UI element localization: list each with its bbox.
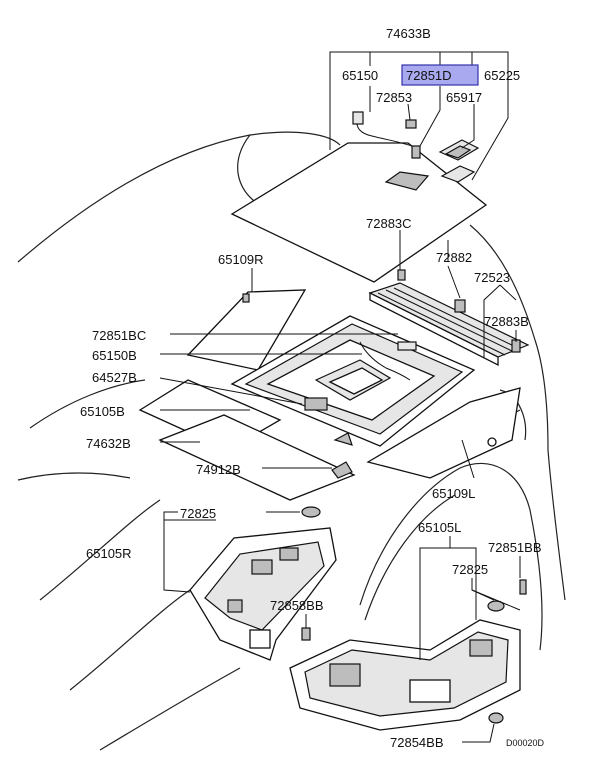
cap-72825-left — [301, 506, 321, 518]
warning-triangle-mark — [333, 432, 353, 446]
clip-72853 — [405, 119, 417, 129]
label-65917[interactable]: 65917 — [446, 90, 482, 105]
highlight-72851D — [401, 64, 479, 86]
label-65109L[interactable]: 65109L — [432, 486, 475, 501]
label-65109R[interactable]: 65109R — [218, 252, 264, 267]
label-72851D[interactable]: 72851D — [406, 68, 452, 83]
diagram-code: D00020D — [506, 738, 545, 748]
bracket-64527B — [304, 397, 328, 411]
cap-72825-right — [487, 600, 505, 612]
floor-boards — [138, 379, 356, 501]
leader-lines — [159, 51, 521, 743]
tonneau-board — [230, 142, 488, 283]
right-tray-65105L — [289, 579, 527, 731]
label-65225[interactable]: 65225 — [484, 68, 520, 83]
label-72882[interactable]: 72882 — [436, 250, 472, 265]
pad-74912B — [331, 461, 353, 479]
label-72825-left[interactable]: 72825 — [180, 506, 216, 521]
clip-72858BB — [301, 627, 311, 641]
board-handle-recess — [384, 171, 430, 191]
rear-trim-72882 — [368, 269, 530, 367]
label-65105R[interactable]: 65105R — [86, 546, 132, 561]
floor-tray — [230, 315, 476, 447]
bezel-65225 — [440, 165, 476, 183]
screw-72851D — [411, 145, 421, 159]
label-74633B[interactable]: 74633B — [386, 26, 431, 41]
part-labels: 74633B 65150 72851D 65225 72853 65917 72… — [80, 26, 545, 750]
label-65150[interactable]: 65150 — [342, 68, 378, 83]
label-74632B[interactable]: 74632B — [86, 436, 131, 451]
label-65150B[interactable]: 65150B — [92, 348, 137, 363]
label-72883C[interactable]: 72883C — [366, 216, 412, 231]
top-hardware — [352, 111, 480, 183]
label-72523[interactable]: 72523 — [474, 270, 510, 285]
label-72853[interactable]: 72853 — [376, 90, 412, 105]
left-tray-65105R — [189, 506, 337, 661]
label-72883B[interactable]: 72883B — [484, 314, 529, 329]
label-74912B[interactable]: 74912B — [196, 462, 241, 477]
label-65105B[interactable]: 65105B — [80, 404, 125, 419]
label-72851BC[interactable]: 72851BC — [92, 328, 146, 343]
nut-72854BB — [488, 712, 504, 724]
label-65105L[interactable]: 65105L — [418, 520, 461, 535]
label-72851BB[interactable]: 72851BB — [488, 540, 542, 555]
fastener-72883C — [397, 269, 406, 281]
label-72825-right[interactable]: 72825 — [452, 562, 488, 577]
side-trim-65109L — [366, 387, 521, 479]
label-72858BB[interactable]: 72858BB — [270, 598, 324, 613]
label-72854BB[interactable]: 72854BB — [390, 735, 444, 750]
screw-72851BB — [519, 579, 527, 595]
side-trim-65109R — [186, 289, 307, 371]
label-64527B[interactable]: 64527B — [92, 370, 137, 385]
